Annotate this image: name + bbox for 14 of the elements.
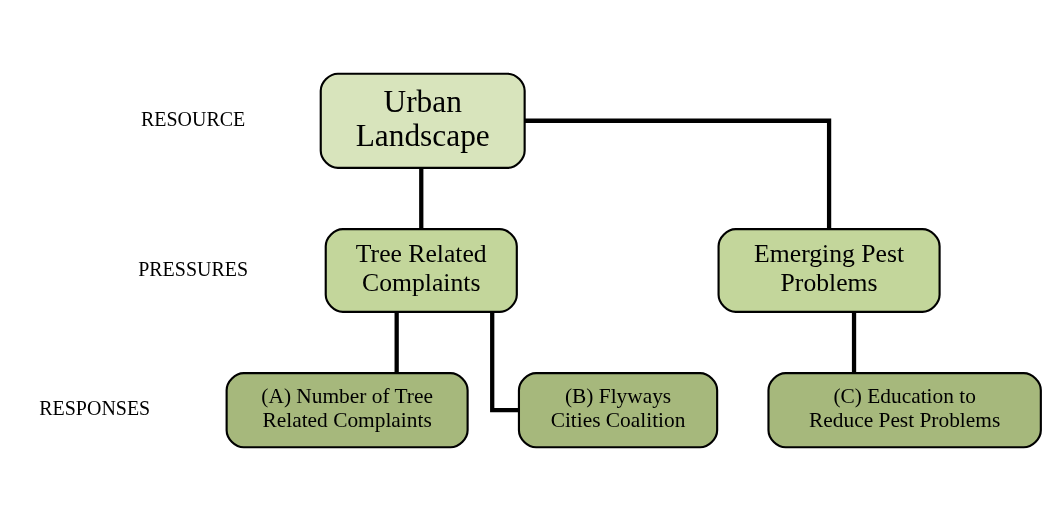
node-box: (B) Flyways Cities Coalition — [517, 371, 719, 448]
label: RESPONSES — [39, 397, 151, 419]
node-box: Emerging Pest Problems — [717, 227, 941, 313]
connector — [851, 311, 857, 373]
connector — [524, 118, 832, 229]
node-box: (A) Number of Tree Related Complaints — [225, 371, 469, 448]
connector — [490, 311, 519, 412]
label: PRESSURES — [138, 257, 249, 280]
node-box: Tree Related Complaints — [324, 227, 518, 313]
node-box: (C) Education to Reduce Pest Problems — [767, 371, 1042, 448]
label: RESOURCE — [141, 107, 246, 130]
connector — [394, 311, 399, 373]
node-box: Urban Landscape — [319, 72, 526, 169]
connector — [419, 167, 424, 229]
